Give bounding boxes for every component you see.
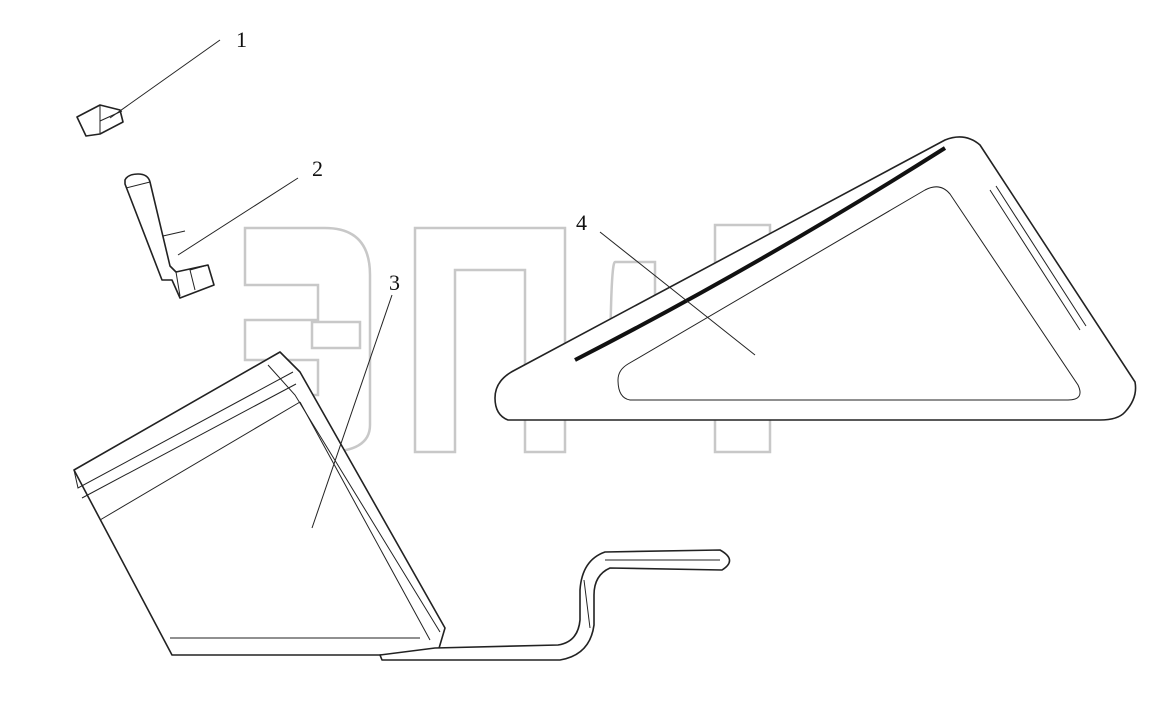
callout-2: 2 <box>312 156 323 181</box>
bolt-part <box>124 173 215 299</box>
callout-3: 3 <box>389 270 400 295</box>
callout-4: 4 <box>576 210 587 235</box>
nut-part <box>76 104 124 137</box>
gusset-part <box>494 136 1137 421</box>
leader-lines <box>109 39 756 529</box>
callout-1: 1 <box>236 27 247 52</box>
bracket-part <box>73 351 731 661</box>
